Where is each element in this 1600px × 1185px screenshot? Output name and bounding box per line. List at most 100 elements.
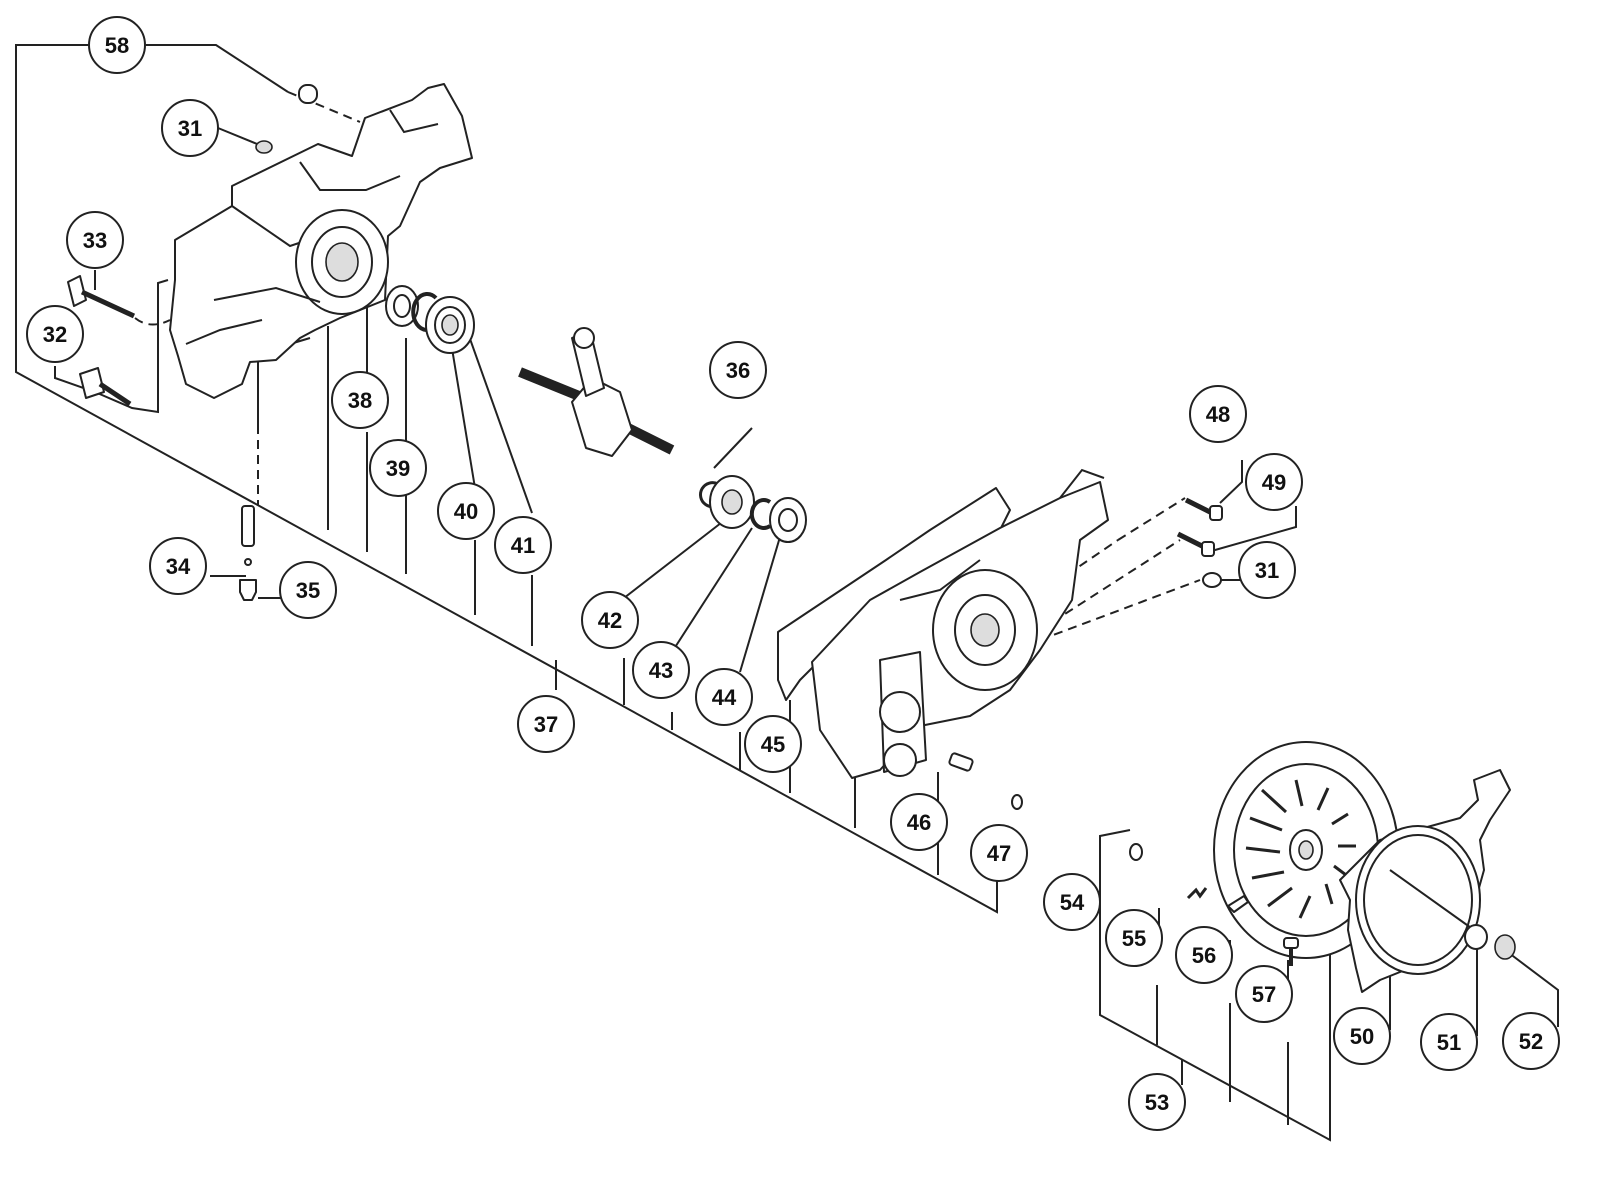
callout-58: 58 [88, 16, 146, 74]
callout-circle [26, 305, 84, 363]
callout-39: 39 [369, 439, 427, 497]
callout-circle [744, 715, 802, 773]
screw-57 [1283, 937, 1299, 966]
callout-36: 36 [709, 341, 767, 399]
callout-label: 56 [1192, 943, 1216, 968]
callout-label: 41 [511, 533, 535, 558]
callout-38: 38 [331, 371, 389, 429]
ring-43 [749, 498, 772, 530]
seal-39 [385, 285, 419, 327]
callout-45: 45 [744, 715, 802, 773]
callout-label: 40 [454, 499, 478, 524]
callout-circle [369, 439, 427, 497]
callout-circle [517, 695, 575, 753]
callout-57: 57 [1235, 965, 1293, 1023]
nut-52 [1494, 934, 1516, 960]
callout-label: 37 [534, 712, 558, 737]
callout-label: 38 [348, 388, 372, 413]
callout-circle [494, 516, 552, 574]
callout-37: 37 [517, 695, 575, 753]
callout-circle [1420, 1013, 1478, 1071]
callout-circle [1245, 453, 1303, 511]
bearing-41 [425, 296, 475, 354]
callout-42: 42 [581, 591, 639, 649]
callout-43: 43 [632, 641, 690, 699]
callout-circle [66, 211, 124, 269]
callout-label: 51 [1437, 1030, 1461, 1055]
callout-label: 49 [1262, 470, 1286, 495]
callout-circle [695, 668, 753, 726]
callout-label: 55 [1122, 926, 1146, 951]
callout-circle [1502, 1012, 1560, 1070]
callout-circle [1333, 1007, 1391, 1065]
callout-label: 58 [105, 33, 129, 58]
callout-label: 31 [1255, 558, 1279, 583]
clip-54 [1129, 843, 1143, 861]
callout-34: 34 [149, 537, 207, 595]
callout-circle [890, 793, 948, 851]
pin-46 [948, 752, 974, 772]
callout-47: 47 [970, 824, 1028, 882]
stud-34 [239, 505, 257, 601]
callout-label: 33 [83, 228, 107, 253]
callout-31: 31 [161, 99, 219, 157]
callout-52: 52 [1502, 1012, 1560, 1070]
callout-circle [1175, 926, 1233, 984]
callout-circle [161, 99, 219, 157]
callout-circle [149, 537, 207, 595]
callout-circle [88, 16, 146, 74]
callout-40: 40 [437, 482, 495, 540]
callout-label: 45 [761, 732, 785, 757]
callout-circle [1043, 873, 1101, 931]
callout-35: 35 [279, 561, 337, 619]
callout-circle [970, 824, 1028, 882]
callout-label: 42 [598, 608, 622, 633]
callout-51: 51 [1420, 1013, 1478, 1071]
callout-circle [279, 561, 337, 619]
callout-circle [1189, 385, 1247, 443]
callout-label: 31 [178, 116, 202, 141]
callout-50: 50 [1333, 1007, 1391, 1065]
crankshaft [518, 327, 675, 457]
callout-label: 57 [1252, 982, 1276, 1007]
callout-32: 32 [26, 305, 84, 363]
callout-label: 47 [987, 841, 1011, 866]
callout-53: 53 [1128, 1073, 1186, 1131]
left-crankcase [169, 83, 473, 399]
callout-circle [632, 641, 690, 699]
callout-label: 44 [712, 685, 737, 710]
callout-label: 32 [43, 322, 67, 347]
callout-label: 43 [649, 658, 673, 683]
bolt-33 [67, 275, 136, 319]
ring-47 [1011, 794, 1023, 810]
callout-44: 44 [695, 668, 753, 726]
callout-41: 41 [494, 516, 552, 574]
callout-circle [331, 371, 389, 429]
callout-circle [709, 341, 767, 399]
callout-circle [1238, 541, 1296, 599]
bolt-32 [79, 367, 132, 407]
callout-circle [1105, 909, 1163, 967]
seal-44 [769, 497, 807, 543]
callout-label: 50 [1350, 1024, 1374, 1049]
callout-56: 56 [1175, 926, 1233, 984]
plug-31 [1202, 572, 1222, 588]
callout-layer: 5831333238394041363435424344374548493146… [26, 16, 1560, 1131]
callout-circle [1235, 965, 1293, 1023]
callout-label: 53 [1145, 1090, 1169, 1115]
callout-label: 48 [1206, 402, 1230, 427]
callout-33: 33 [66, 211, 124, 269]
callout-label: 52 [1519, 1029, 1543, 1054]
callout-label: 54 [1060, 890, 1085, 915]
callout-circle [1128, 1073, 1186, 1131]
starter-cover [1339, 769, 1511, 993]
callout-label: 36 [726, 358, 750, 383]
callout-54: 54 [1043, 873, 1101, 931]
callout-circle [437, 482, 495, 540]
screw-49 [1176, 531, 1215, 557]
callout-circle [581, 591, 639, 649]
washer-51 [1464, 924, 1488, 950]
right-crankcase [811, 468, 1109, 779]
screw-48 [1184, 497, 1223, 521]
